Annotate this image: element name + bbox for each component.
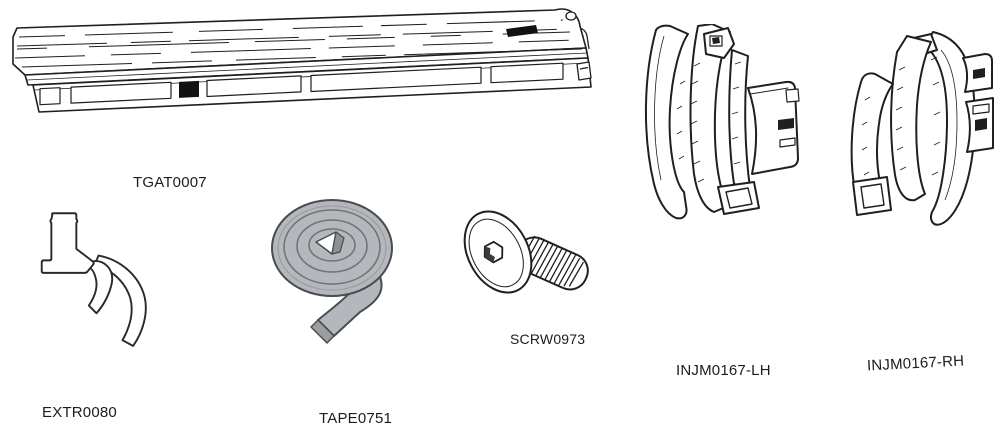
tape-coil-drawing <box>271 199 393 344</box>
part-label-bracket-rh: INJM0167-RH <box>866 352 965 375</box>
part-label-tape: TAPE0751 <box>319 410 393 427</box>
part-label-screw: SCRW0973 <box>510 331 586 347</box>
screw-drawing <box>463 210 589 294</box>
rail-drawing <box>12 8 592 113</box>
part-figure-tape <box>268 196 408 348</box>
part-label-rail: TGAT0007 <box>133 174 207 191</box>
part-figure-rail <box>5 6 600 126</box>
part-figure-bracket-lh <box>640 24 805 234</box>
bracket-rh-drawing <box>850 31 994 226</box>
part-label-bracket-lh: INJM0167-LH <box>676 362 771 379</box>
bracket-lh-drawing <box>644 24 800 220</box>
part-figure-screw <box>452 198 602 313</box>
part-figure-bracket-rh <box>845 30 995 230</box>
part-label-extrusion: EXTR0080 <box>42 404 117 421</box>
part-figure-extrusion <box>35 205 160 360</box>
extrusion-profile-drawing <box>40 212 147 347</box>
